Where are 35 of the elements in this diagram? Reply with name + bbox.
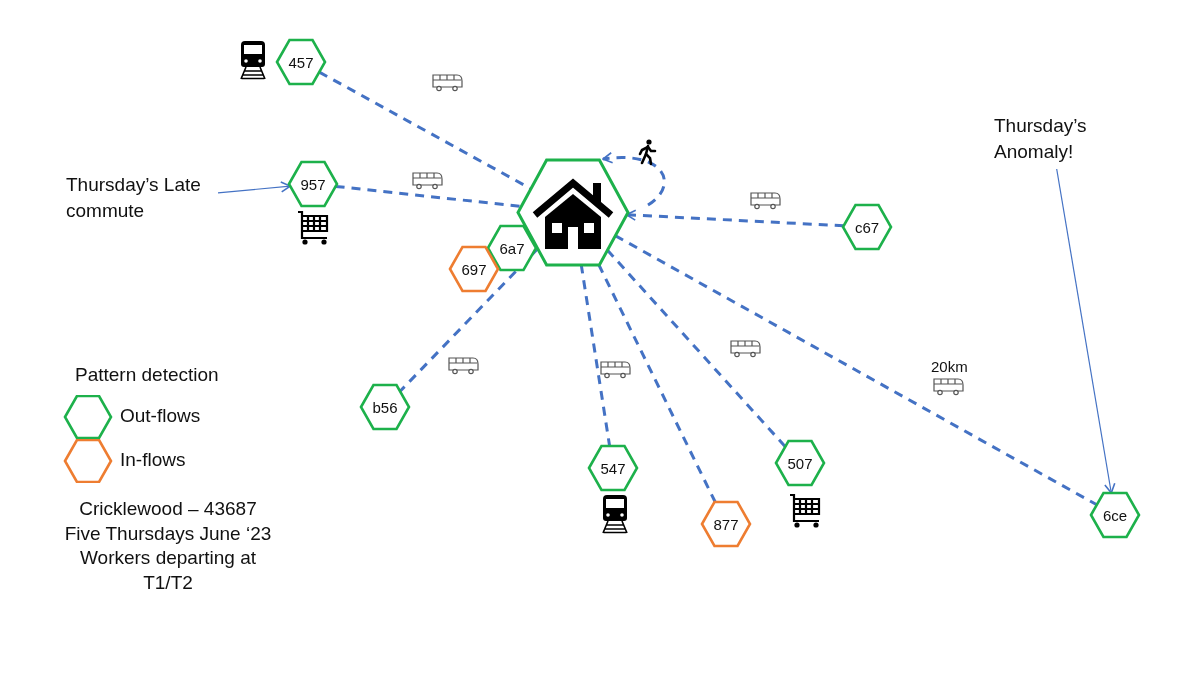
- note-text: Cricklewood – 43687 Five Thursdays June ‘23 Workers departing at T1/T2: [63, 497, 273, 596]
- hexagon-node: [776, 441, 824, 485]
- node-label: 697: [461, 260, 487, 278]
- dashed-connector: [335, 184, 522, 208]
- node-label: c67: [854, 218, 880, 236]
- dashed-connector: [606, 249, 787, 448]
- dashed-connector: [602, 152, 666, 207]
- hexagon-node: [450, 247, 498, 291]
- edge-label: 20km: [929, 358, 970, 375]
- node-label: 877: [713, 515, 739, 533]
- node-label: 957: [300, 175, 326, 193]
- dashed-connector: [597, 263, 717, 503]
- hexagon-node: [488, 226, 536, 270]
- node-label: 6a7: [499, 239, 525, 257]
- hexagon-node: [843, 205, 891, 249]
- dashed-connector: [579, 264, 612, 447]
- leader-arrow: [1056, 168, 1116, 494]
- hexagon-node: [361, 385, 409, 429]
- annotation-text: Thursday’s Late commute: [66, 172, 218, 228]
- hexagon-node: [702, 502, 750, 546]
- legend-heading: Pattern detection: [74, 363, 219, 387]
- node-label: 6ce: [1102, 506, 1128, 524]
- annotation-text: Thursday’s Anomaly!: [994, 113, 1110, 169]
- hexagon-node: [277, 40, 325, 84]
- node-label: 507: [787, 454, 813, 472]
- hexagon-node: [1091, 493, 1139, 537]
- dashed-connector: [614, 234, 1098, 507]
- node-label: 457: [288, 53, 314, 71]
- legend-label: Out-flows: [120, 405, 201, 427]
- node-label: 547: [600, 459, 626, 477]
- hexagon-node: [589, 446, 637, 490]
- hexagon-node: [289, 162, 337, 206]
- leader-arrow: [217, 181, 291, 194]
- node-label: b56: [372, 398, 398, 416]
- legend-label: In-flows: [120, 449, 186, 471]
